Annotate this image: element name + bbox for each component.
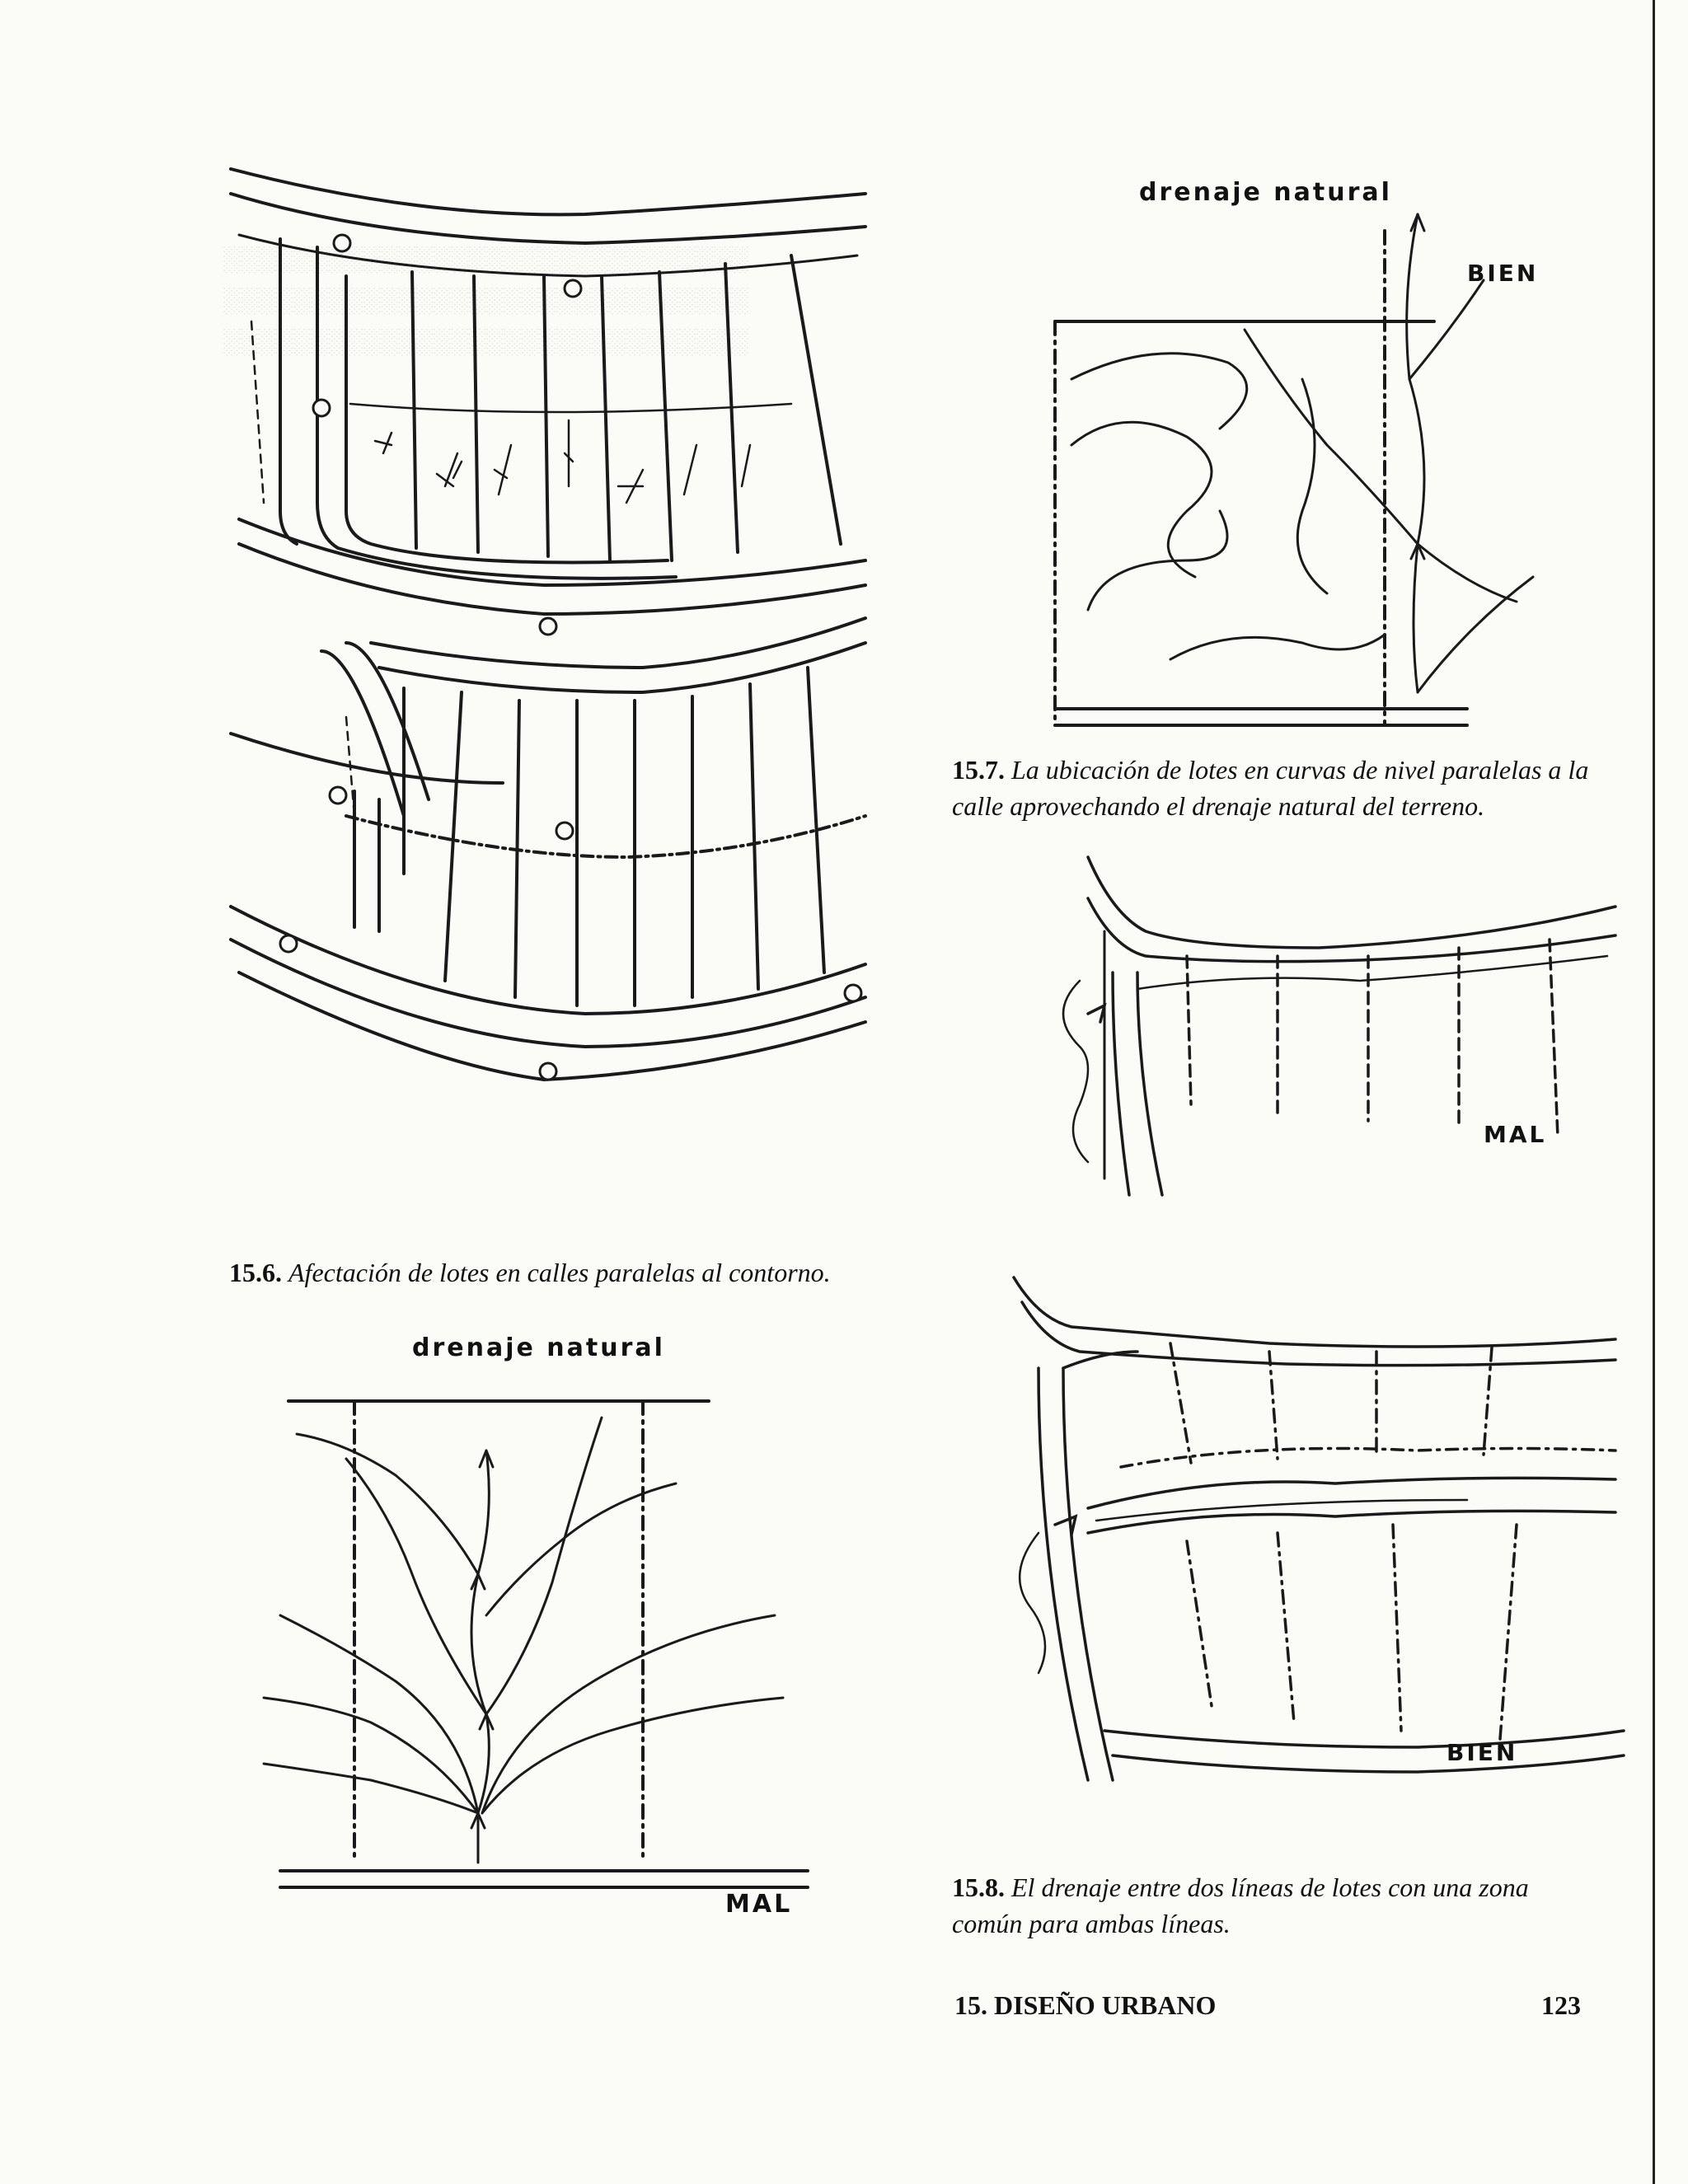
- drenaje-natural-label-left: drenaje natural: [412, 1333, 665, 1362]
- mal-label-right: MAL: [1484, 1121, 1547, 1148]
- figure-15-7-number: 15.7.: [952, 755, 1005, 785]
- figure-15-6-number: 15.6.: [229, 1258, 282, 1287]
- figure-15-7-bottom-diagram: [1062, 855, 1617, 1197]
- figure-15-8-diagram: [1012, 1276, 1625, 1782]
- drenaje-natural-label-right: drenaje natural: [1139, 178, 1392, 207]
- figure-15-6-caption: 15.6. Afectación de lotes en calles para…: [229, 1254, 872, 1291]
- figure-15-7-text: La ubicación de lotes en curvas de nivel…: [952, 755, 1589, 821]
- figure-15-8-caption: 15.8. El drenaje entre dos líneas de lot…: [952, 1869, 1570, 1942]
- chapter-footer: 15. DISEÑO URBANO: [954, 1990, 1217, 2020]
- mal-label-left: MAL: [725, 1890, 793, 1919]
- drainage-bad-diagram: [262, 1399, 809, 1889]
- page-edge-line: [1653, 0, 1655, 2184]
- bien-label-bottom: BIEN: [1447, 1739, 1518, 1766]
- figure-15-6-text: Afectación de lotes en calles paralelas …: [288, 1258, 831, 1287]
- figure-15-8-text: El drenaje entre dos líneas de lotes con…: [952, 1872, 1529, 1938]
- figure-15-6-diagram: [229, 167, 867, 1082]
- page-number: 123: [1541, 1990, 1581, 2020]
- bien-label-top: BIEN: [1467, 260, 1539, 287]
- figure-15-7-caption: 15.7. La ubicación de lotes en curvas de…: [952, 752, 1595, 824]
- figure-15-8-number: 15.8.: [952, 1872, 1005, 1902]
- figure-15-7-top-diagram: [1053, 213, 1535, 727]
